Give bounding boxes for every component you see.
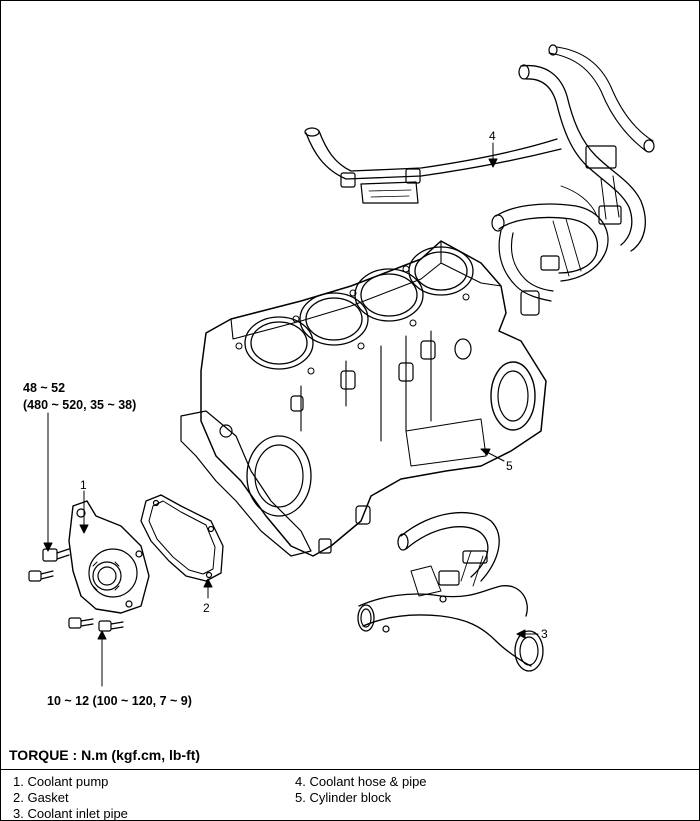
- callout-4: 4: [489, 129, 496, 143]
- callout-2: 2: [203, 601, 210, 615]
- callout-1: 1: [80, 478, 87, 492]
- torque-spec-lower: 10 ~ 12 (100 ~ 120, 7 ~ 9): [47, 694, 192, 708]
- exploded-view-drawing: [28, 44, 655, 687]
- legend-item-coolant-hose-pipe: 4. Coolant hose & pipe: [295, 774, 427, 789]
- cylinder-block: [180, 240, 547, 557]
- legend-item-cylinder-block: 5. Cylinder block: [295, 790, 392, 805]
- legend-item-gasket: 2. Gasket: [13, 790, 69, 805]
- legend-item-coolant-pump: 1. Coolant pump: [13, 774, 109, 789]
- legend-item-coolant-inlet-pipe: 3. Coolant inlet pipe: [13, 806, 128, 821]
- leader-lines: [43, 142, 539, 687]
- coolant-hose-and-pipe: [304, 44, 655, 316]
- gasket: [140, 494, 224, 582]
- coolant-inlet-pipe: [357, 511, 544, 672]
- callout-3: 3: [541, 627, 548, 641]
- legend-divider: [1, 769, 699, 770]
- cylinder-bores: [244, 246, 474, 370]
- callout-5: 5: [506, 459, 513, 473]
- torque-spec-upper-line1: 48 ~ 52: [23, 381, 66, 395]
- torque-spec-upper-line2: (480 ~ 520, 35 ~ 38): [23, 398, 137, 412]
- coolant-pump: [28, 500, 150, 632]
- torque-unit-title: TORQUE : N.m (kgf.cm, lb-ft): [9, 747, 201, 763]
